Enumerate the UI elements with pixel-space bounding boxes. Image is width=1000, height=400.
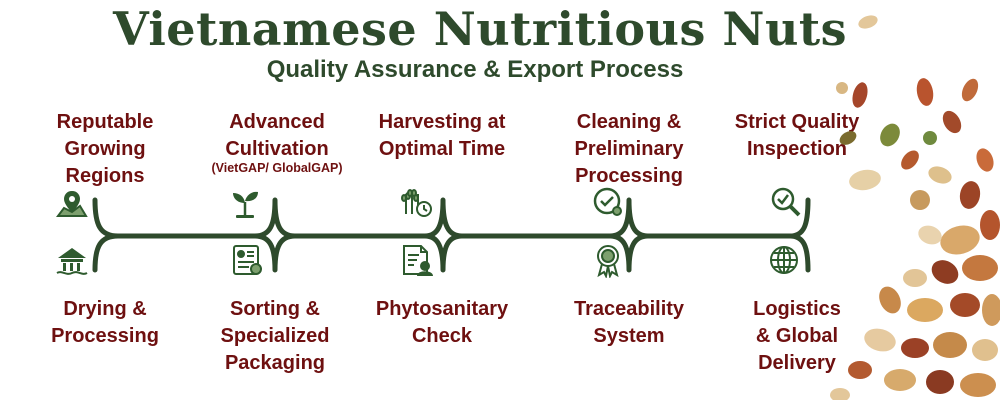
globe-icon: [770, 246, 798, 274]
step-label-drying: Drying & Processing: [51, 298, 159, 347]
step-label-traceability: Traceability System: [573, 298, 685, 347]
drying-hut-icon: [56, 248, 88, 275]
step-label-sorting-packaging: Sorting & Specialized Packaging: [220, 298, 330, 374]
timeline-brace-4: [607, 197, 651, 273]
timeline-brace-end: [787, 197, 811, 273]
step-label-advanced-cultivation: Advanced Cultivation: [225, 111, 329, 160]
step-label-harvesting: Harvesting at Optimal Time: [378, 111, 506, 160]
package-label-icon: [233, 245, 262, 275]
timeline-brace-start: [92, 197, 121, 273]
map-pin-icon: [56, 190, 88, 217]
step-label-quality-inspection: Strict Quality Inspection: [734, 111, 860, 160]
step-label-logistics: Logistics & Global Delivery: [753, 298, 841, 374]
magnifier-check-icon: [771, 187, 801, 217]
award-badge-icon: [597, 245, 619, 278]
nuts-illustration: [830, 15, 1000, 400]
step-label-phytosanitary: Phytosanitary Check: [375, 298, 509, 347]
step-label-cleaning: Cleaning & Preliminary Processing: [574, 111, 684, 187]
gear-check-icon: [593, 187, 622, 216]
cultivation-standards-note: (VietGAP/ GlobalGAP): [211, 161, 343, 175]
page-title: Vietnamese Nutritious Nuts: [112, 2, 848, 56]
sprout-icon: [233, 191, 258, 218]
timeline-brace-3: [422, 197, 465, 273]
grain-clock-icon: [401, 189, 432, 217]
timeline-brace-2: [252, 197, 298, 273]
page-subtitle: Quality Assurance & Export Process: [266, 56, 684, 83]
step-label-reputable-growing-regions: Reputable Growing Regions: [56, 111, 154, 187]
document-inspector-icon: [403, 245, 433, 277]
